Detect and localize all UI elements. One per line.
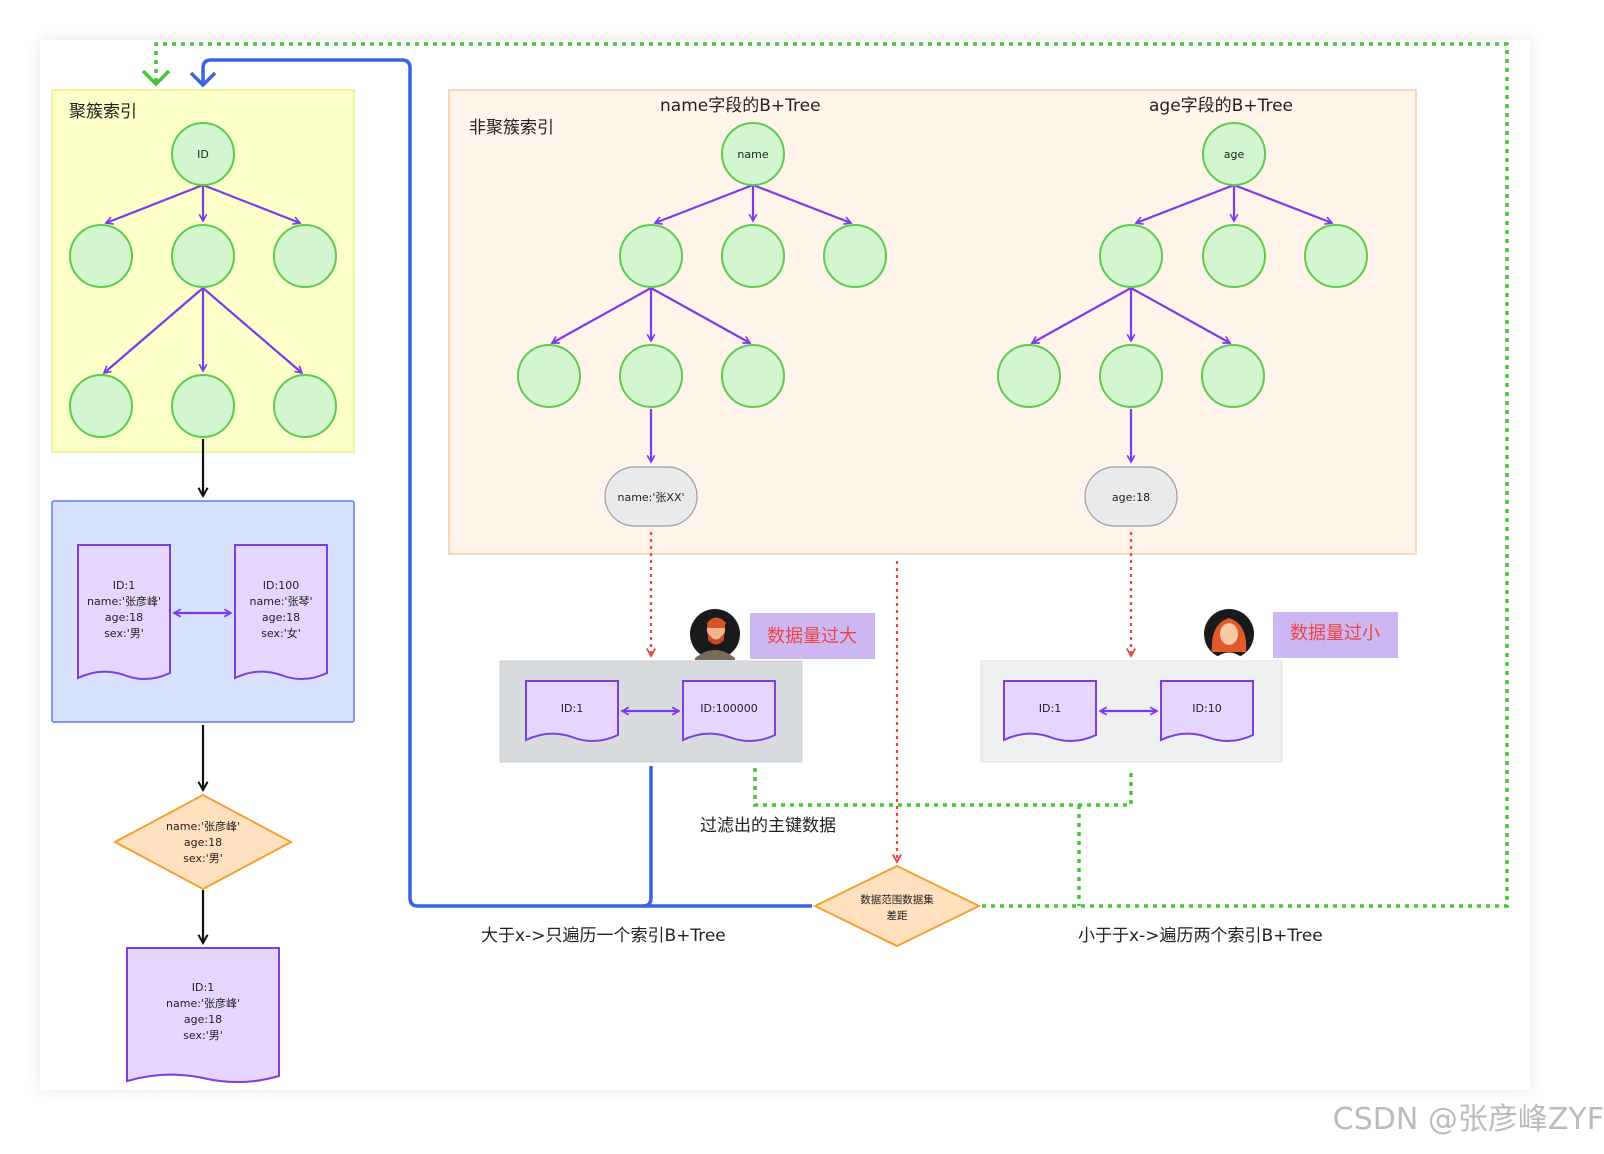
tree-node [1099, 224, 1163, 288]
diagram-canvas: ID name age name:'张XX' age:18 聚簇索引 非聚簇索引… [40, 40, 1530, 1090]
tree-node [1099, 344, 1163, 408]
filter-label: 过滤出的主键数据 [700, 816, 836, 836]
note-too-small: 数据量过小 [1290, 623, 1380, 644]
age-tree-title: age字段的B+Tree [1149, 96, 1293, 116]
clustered-root-label: ID [197, 148, 209, 161]
watermark: CSDN @张彦峰ZYF [1332, 1102, 1604, 1137]
clustered-root-node [171, 122, 235, 186]
name-root-label: name [737, 148, 768, 161]
tree-node [517, 344, 581, 408]
name-doc-right: ID:100000 [700, 702, 757, 715]
age-leaf-pill [1084, 466, 1178, 527]
greater-label: 大于x->只遍历一个索引B+Tree [481, 926, 726, 946]
name-doc-left: ID:1 [561, 702, 583, 715]
name-root-node [721, 122, 785, 186]
note-too-small-bg [1273, 612, 1398, 658]
compare-line-2: 差距 [887, 909, 908, 922]
doc-name-id100000 [682, 680, 776, 742]
green-filter-bracket [753, 768, 1133, 807]
tree-node [1202, 224, 1266, 288]
doc-result [126, 947, 280, 1084]
tree-node [171, 374, 235, 438]
age-tree-edges [1032, 183, 1332, 462]
female-avatar [1204, 609, 1254, 659]
diagram-svg: ID name age name:'张XX' age:18 聚簇索引 非聚簇索引… [51, 42, 1509, 1084]
tree-node [69, 374, 133, 438]
double-arrows [174, 613, 1157, 711]
age-leaf-label: age:18 [1112, 491, 1150, 504]
doc2-line: name:'张琴' [250, 595, 313, 608]
tree-node [69, 224, 133, 288]
age-doc-right: ID:10 [1192, 702, 1221, 715]
tree-node [273, 374, 337, 438]
tree-node [619, 344, 683, 408]
tree-node [823, 224, 887, 288]
green-route-arrowhead [141, 69, 171, 87]
doc-age-id1 [1003, 680, 1097, 742]
compare-line-1: 数据范围数据集 [860, 893, 934, 906]
green-dotted-routes [154, 42, 1509, 908]
result-line: name:'张彦峰' [166, 996, 240, 1010]
tree-node [1201, 344, 1265, 408]
age-root-node [1202, 122, 1266, 186]
nonclustered-index-panel [448, 89, 1417, 555]
doc2-line: age:18 [262, 611, 300, 624]
doc1-line: sex:'男' [104, 627, 144, 640]
age-doc-left: ID:1 [1039, 702, 1061, 715]
tree-node [721, 344, 785, 408]
male-avatar [690, 609, 740, 660]
decision-line: age:18 [184, 836, 222, 849]
tree-node [1304, 224, 1368, 288]
doc-name-id1 [525, 680, 619, 742]
doc2-line: ID:100 [263, 579, 299, 592]
doc-id1-clustered [77, 544, 171, 680]
red-dotted-arrows [651, 532, 1131, 862]
tree-node [619, 224, 683, 288]
note-too-large: 数据量过大 [767, 626, 857, 647]
clustered-tree-edges [104, 183, 302, 373]
tree-nodes [69, 122, 1368, 438]
tree-node [997, 344, 1061, 408]
note-too-large-bg [750, 613, 875, 659]
compare-diamond [812, 864, 982, 948]
doc1-line: ID:1 [113, 579, 135, 592]
result-line: ID:1 [192, 981, 214, 994]
result-line: age:18 [184, 1013, 222, 1026]
nonclustered-title: 非聚簇索引 [469, 118, 554, 138]
doc2-line: sex:'女' [261, 626, 301, 640]
tree-node [171, 224, 235, 288]
blue-branch-line [642, 766, 653, 908]
blue-route-line [201, 58, 812, 908]
less-label: 小于于x->遍历两个索引B+Tree [1078, 926, 1323, 946]
result-line: sex:'男' [183, 1029, 223, 1042]
doc1-line: name:'张彦峰' [87, 594, 161, 608]
decision-line: sex:'男' [183, 852, 223, 865]
doc-age-id10 [1160, 680, 1254, 742]
clustered-title: 聚簇索引 [69, 102, 137, 122]
name-tree-title: name字段的B+Tree [660, 96, 821, 116]
name-leaf-label: name:'张XX' [617, 491, 684, 504]
decision-line: name:'张彦峰' [166, 819, 240, 833]
name-leaf-pill [604, 466, 698, 527]
age-root-label: age [1224, 148, 1245, 161]
name-tree-edges [552, 183, 851, 462]
green-route-line [154, 42, 1509, 908]
documents [77, 544, 1254, 1084]
doc1-line: age:18 [105, 611, 143, 624]
blue-route-arrowhead [189, 71, 217, 88]
tree-node [721, 224, 785, 288]
tree-node [273, 224, 337, 288]
clustered-decision-diamond [112, 793, 294, 891]
doc-id100-clustered [234, 544, 328, 680]
